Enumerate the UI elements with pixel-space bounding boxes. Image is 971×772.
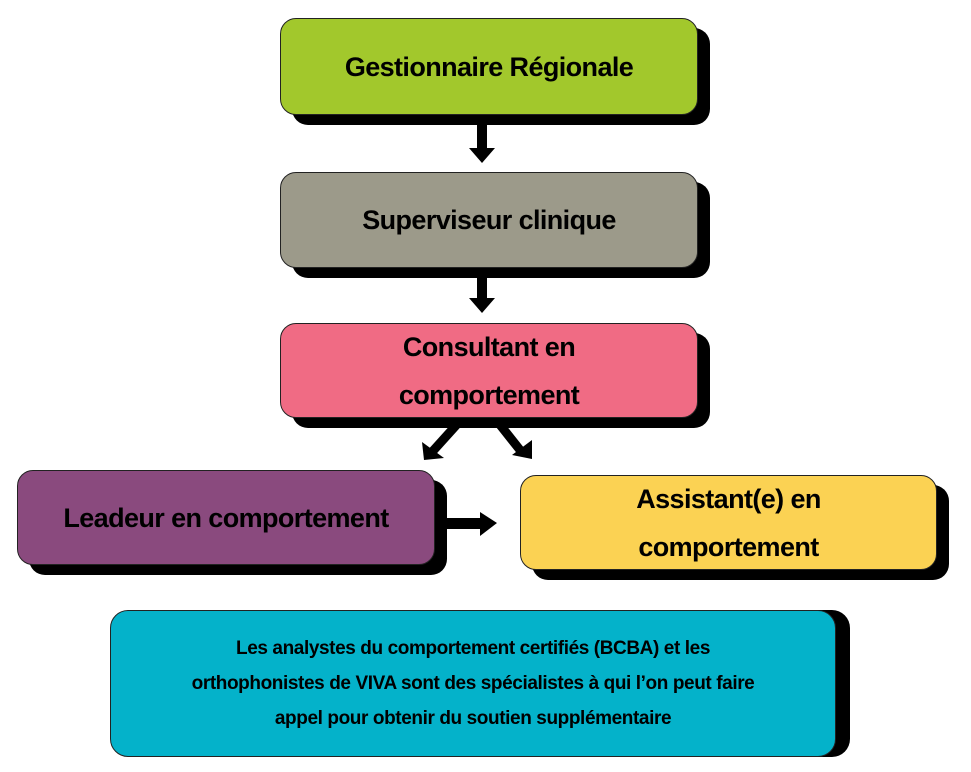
node-label: Leadeur en comportement xyxy=(63,502,389,533)
arrow-consultant-to-leader xyxy=(422,417,464,460)
node-label-line2: comportement xyxy=(398,379,580,410)
node-behaviour-consultant: Consultant en comportement xyxy=(280,323,698,418)
note-line1: Les analystes du comportement certifiés … xyxy=(236,638,710,659)
node-label: Gestionnaire Régionale xyxy=(344,51,634,82)
arrow-leader-to-assistant xyxy=(437,512,497,536)
node-label-line2: comportement xyxy=(638,531,819,562)
node-behaviour-assistant: Assistant(e) en comportement xyxy=(520,475,937,570)
node-label-line1: Assistant(e) en xyxy=(636,483,821,514)
node-clinical-supervisor: Superviseur clinique xyxy=(280,172,698,268)
arrow-supervisor-to-consultant xyxy=(469,270,495,313)
node-label: Superviseur clinique xyxy=(362,205,616,235)
note-line2: orthophonistes de VIVA sont des spéciali… xyxy=(191,673,755,694)
arrow-consultant-to-assistant xyxy=(493,418,532,459)
node-label-line1: Consultant en xyxy=(402,331,576,362)
node-behaviour-leader: Leadeur en comportement xyxy=(17,470,435,565)
specialists-note: Les analystes du comportement certifiés … xyxy=(110,610,836,757)
arrow-manager-to-supervisor xyxy=(469,117,495,163)
note-line3: appel pour obtenir du soutien supplément… xyxy=(274,708,672,729)
node-regional-manager: Gestionnaire Régionale xyxy=(280,18,698,115)
